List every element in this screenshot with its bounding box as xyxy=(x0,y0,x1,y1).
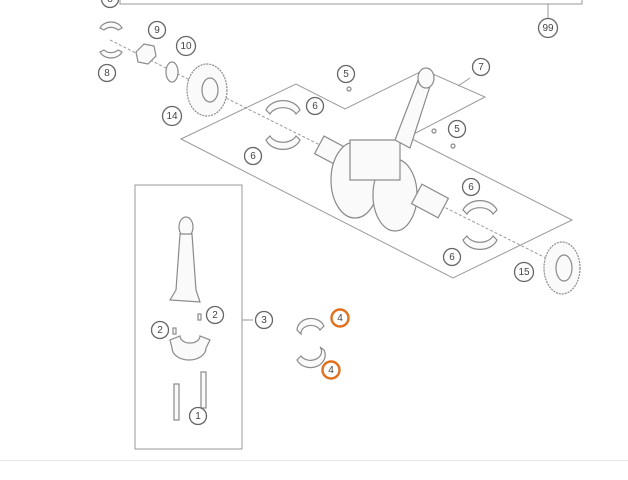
callout-label: 6 xyxy=(468,182,474,193)
callout-label: 15 xyxy=(518,267,530,278)
callout-circle xyxy=(330,308,350,328)
callout-label: 6 xyxy=(312,101,318,112)
bearing-shell xyxy=(99,49,123,59)
callout-circle xyxy=(321,360,341,380)
callout-circle xyxy=(100,0,120,9)
callout-circle xyxy=(461,177,481,197)
dowel-pin xyxy=(450,143,456,149)
callout-2[interactable]: 2 xyxy=(205,305,225,325)
callout-label: 6 xyxy=(449,252,455,263)
rod-bearing-shell xyxy=(296,346,326,369)
gear-hub xyxy=(555,254,573,282)
callout-label: 8 xyxy=(107,0,113,5)
leader-line xyxy=(457,77,471,87)
callout-7[interactable]: 7 xyxy=(471,57,491,77)
callout-5[interactable]: 5 xyxy=(336,64,356,84)
bearing-shell xyxy=(99,21,123,31)
callout-circle xyxy=(97,63,117,83)
callout-4-highlighted[interactable]: 4 xyxy=(321,360,341,380)
bearing-shell xyxy=(462,200,498,215)
callout-circle xyxy=(147,20,167,40)
callout-6[interactable]: 6 xyxy=(305,96,325,116)
callout-circle xyxy=(537,17,559,39)
dowel-pin xyxy=(346,86,352,92)
connecting-rod xyxy=(168,216,211,421)
callout-circle xyxy=(254,310,274,330)
callout-6[interactable]: 6 xyxy=(461,177,481,197)
callout-circle xyxy=(471,57,491,77)
rod-cap xyxy=(169,335,211,361)
callout-circle xyxy=(513,261,535,283)
crankshaft-assembly-outline xyxy=(179,69,574,279)
nut xyxy=(135,43,157,65)
callout-5[interactable]: 5 xyxy=(447,119,467,139)
rod-bearing-shell xyxy=(296,317,325,336)
callout-label: 7 xyxy=(478,62,484,73)
callout-label: 8 xyxy=(104,68,110,79)
crankshaft xyxy=(313,67,450,232)
callout-label: 14 xyxy=(166,111,178,122)
rod-bolt xyxy=(173,383,180,421)
callout-label: 99 xyxy=(542,23,554,34)
washer xyxy=(165,61,179,83)
callout-99[interactable]: 99 xyxy=(537,17,559,39)
callout-circle xyxy=(175,35,197,57)
connecting-rod-kit-box xyxy=(134,184,243,450)
callout-14[interactable]: 14 xyxy=(161,105,183,127)
gear-hub xyxy=(201,77,219,103)
callout-6[interactable]: 6 xyxy=(243,146,263,166)
callout-label: 6 xyxy=(250,151,256,162)
callout-label: 2 xyxy=(157,325,163,336)
callout-2[interactable]: 2 xyxy=(150,320,170,340)
callout-9[interactable]: 9 xyxy=(147,20,167,40)
callout-label: 1 xyxy=(195,411,201,422)
bearing-shell xyxy=(462,235,498,250)
callout-label: 4 xyxy=(328,365,334,376)
callout-label: 10 xyxy=(180,41,192,52)
bearing-shell xyxy=(265,135,301,150)
callout-label: 9 xyxy=(154,25,160,36)
callout-circle xyxy=(161,105,183,127)
callout-circle xyxy=(205,305,225,325)
bearing-shell xyxy=(265,100,301,115)
callout-circle xyxy=(447,119,467,139)
callout-circle xyxy=(442,247,462,267)
callout-8[interactable]: 8 xyxy=(100,0,120,9)
callout-3[interactable]: 3 xyxy=(254,310,274,330)
callout-circle xyxy=(336,64,356,84)
callout-circle xyxy=(305,96,325,116)
callout-circle xyxy=(150,320,170,340)
callout-label: 2 xyxy=(212,310,218,321)
callout-4-highlighted[interactable]: 4 xyxy=(330,308,350,328)
callout-label: 4 xyxy=(337,313,343,324)
section-divider xyxy=(0,460,628,461)
callout-6[interactable]: 6 xyxy=(442,247,462,267)
callout-8[interactable]: 8 xyxy=(97,63,117,83)
callout-circle xyxy=(188,406,208,426)
dowel-pin xyxy=(431,128,437,134)
callout-15[interactable]: 15 xyxy=(513,261,535,283)
callout-1[interactable]: 1 xyxy=(188,406,208,426)
rod-bolt xyxy=(200,371,207,409)
callout-label: 5 xyxy=(454,124,460,135)
callout-circle xyxy=(243,146,263,166)
callout-label: 3 xyxy=(261,315,267,326)
callout-label: 5 xyxy=(343,69,349,80)
assembly-frame-99 xyxy=(119,0,583,5)
callout-10[interactable]: 10 xyxy=(175,35,197,57)
